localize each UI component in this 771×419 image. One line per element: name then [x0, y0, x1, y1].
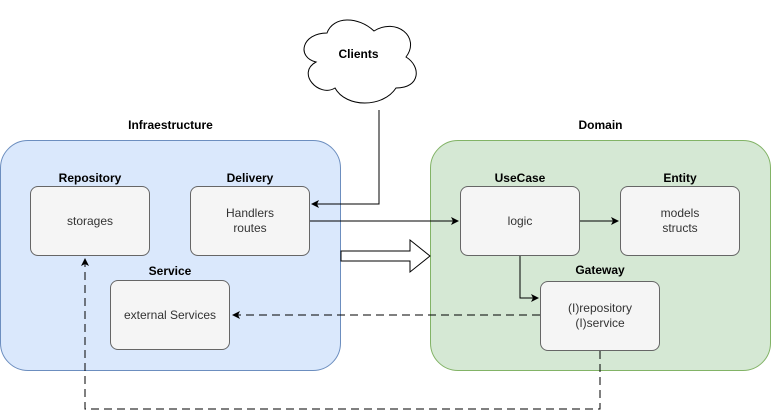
gateway-node: (I)repository (I)service [540, 281, 660, 351]
usecase-text-1: logic [507, 213, 533, 228]
repository-text-1: storages [66, 213, 114, 228]
gateway-text-1: (I)repository [567, 301, 632, 315]
edge-gateway-to-repository [81, 258, 601, 410]
edge-clients-to-delivery [311, 110, 380, 208]
repository-node: storages [30, 186, 150, 256]
delivery-text-1: Handlers [225, 206, 275, 220]
service-text-1: external Services [123, 307, 217, 322]
gateway-text-2: (I)service [575, 316, 625, 330]
domain-title: Domain [578, 118, 623, 132]
delivery-title: Delivery [226, 171, 274, 185]
repository-title: Repository [58, 171, 122, 185]
usecase-node: logic [460, 186, 580, 256]
delivery-node: Handlers routes [190, 186, 310, 256]
dependency-arrow [340, 238, 431, 274]
infrastructure-title: Infraestructure [128, 118, 213, 132]
entity-text-2: structs [662, 221, 698, 235]
edge-usecase-to-gateway [519, 256, 539, 302]
entity-title: Entity [663, 171, 697, 185]
service-title: Service [148, 264, 192, 278]
clients-cloud [303, 19, 417, 104]
clients-label: Clients [338, 47, 379, 61]
entity-text-1: models [660, 206, 700, 220]
entity-node: models structs [620, 186, 740, 256]
usecase-title: UseCase [494, 171, 546, 185]
delivery-text-2: routes [233, 221, 267, 235]
gateway-title: Gateway [575, 263, 625, 277]
service-node: external Services [110, 280, 230, 350]
